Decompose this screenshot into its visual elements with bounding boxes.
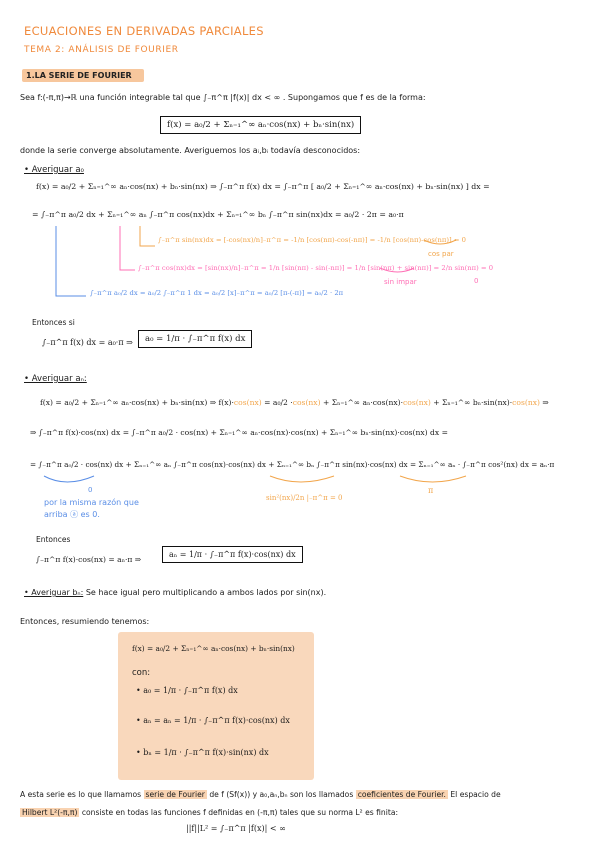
blue-arrow: [55, 226, 86, 297]
summary-intro: Entonces, resumiendo tenemos:: [20, 617, 150, 626]
a0-equation-2: = ∫₋π^π a₀/2 dx + Σₙ₌₁^∞ aₙ ∫₋π^π cos(nx…: [32, 210, 404, 219]
a0-result-box: a₀ = 1/π · ∫₋π^π f(x) dx: [138, 330, 253, 348]
an-eq1-part-d: + Σₙ₌₁^∞ bₙ·sin(nx)·: [430, 398, 513, 407]
footer-p2-b: consiste en todas las funciones f defini…: [79, 808, 399, 817]
summary-bn: • bₙ = 1/π · ∫₋π^π f(x)·sin(nx) dx: [136, 748, 269, 757]
an-blue-zero: 0: [88, 486, 93, 494]
bn-line: • Averiguar bₙ: Se hace igual pero multi…: [24, 588, 326, 597]
a0-then-label: Entonces si: [32, 318, 75, 327]
footer-line-2: Hilbert L²(-π,π) consiste en todas las f…: [20, 808, 398, 817]
footer-p1-a: A esta serie es lo que llamamos: [20, 790, 144, 799]
an-result-left: ∫₋π^π f(x)·cos(nx) = aₙ·π ⇒: [36, 555, 142, 564]
a0-constant-integral: ∫₋π^π a₀/2 dx = a₀/2 ∫₋π^π 1 dx = a₀/2 […: [90, 289, 344, 297]
bn-text: Se hace igual pero multiplicando a ambos…: [85, 588, 327, 597]
an-eq1-part-e: ⇒: [539, 398, 549, 407]
an-eq1-cos-4: cos(nx): [512, 398, 540, 407]
pink-arrow: [119, 226, 135, 271]
orange-brace-1: [269, 475, 335, 483]
summary-an: • aₙ = aₙ = 1/π · ∫₋π^π f(x)·cos(nx) dx: [136, 716, 290, 725]
main-formula-box: f(x) = a₀/2 + Σₙ₌₁^∞ aₙ·cos(nx) + bₙ·sin…: [160, 116, 362, 134]
pink-brace: [379, 267, 415, 273]
an-equation-1: f(x) = a₀/2 + Σₙ₌₁^∞ aₙ·cos(nx) + bₙ·sin…: [40, 398, 549, 407]
footer-norm: ||f||L² = ∫₋π^π |f(x)| < ∞: [186, 824, 286, 833]
a0-sin-integral: ∫₋π^π sin(nx)dx = [-cos(nx)/n]₋π^π = -1/…: [158, 236, 466, 244]
an-eq1-part-b: = a₀/2 ·: [261, 398, 293, 407]
summary-a0: • a₀ = 1/π · ∫₋π^π f(x) dx: [136, 686, 238, 695]
an-eq1-cos-2: cos(nx): [292, 398, 321, 407]
section-highlight: [22, 69, 144, 82]
an-result-box: aₙ = 1/π · ∫₋π^π f(x)·cos(nx) dx: [162, 546, 303, 563]
document-title: ECUACIONES EN DERIVADAS PARCIALES: [24, 24, 264, 38]
intro-line-2: donde la serie converge absolutamente. A…: [20, 146, 361, 155]
summary-box: f(x) = a₀/2 + Σₙ₌₁^∞ aₙ·cos(nx) + bₙ·sin…: [118, 632, 314, 780]
footer-line-1: A esta serie es lo que llamamos serie de…: [20, 790, 501, 799]
heading-a0: • Averiguar a₀: [24, 165, 84, 175]
an-blue-note-1: por la misma razón que: [44, 498, 139, 507]
an-eq1-cos-3: cos(nx): [403, 398, 431, 407]
an-eq1-part-c: + Σₙ₌₁^∞ aₙ·cos(nx)·: [320, 398, 404, 407]
intro-line-1: Sea f:(-π,π)→ℝ una función integrable ta…: [20, 93, 426, 102]
term-coeficientes-fourier: coeficientes de Fourier.: [355, 790, 448, 799]
footer-p1-c: El espacio de: [447, 790, 501, 799]
orange-brace-3: [423, 239, 457, 245]
an-orange-pi: π: [428, 486, 434, 495]
document-subtitle: TEMA 2: ANÁLISIS DE FOURIER: [24, 45, 179, 55]
an-orange-eval: sin²(nx)/2n |₋π^π = 0: [266, 494, 343, 502]
orange-arrow: [139, 226, 155, 247]
summary-formula: f(x) = a₀/2 + Σₙ₌₁^∞ aₙ·cos(nx) + bₙ·sin…: [132, 644, 295, 653]
an-eq1-part-a: f(x) = a₀/2 + Σₙ₌₁^∞ aₙ·cos(nx) + bₙ·sin…: [40, 398, 234, 407]
orange-brace-2: [399, 475, 467, 483]
heading-an: • Averiguar aₙ:: [24, 374, 87, 384]
a0-cos-par-note: cos par: [428, 250, 454, 258]
an-then-label: Entonces: [36, 535, 71, 544]
a0-pink-zero: 0: [474, 277, 479, 285]
footer-p1-b: de f (Sf(x)) y a₀,aₙ,bₙ son los llamados: [206, 790, 356, 799]
a0-result-left: ∫₋π^π f(x) dx = a₀·π ⇒: [42, 338, 133, 347]
an-equation-2: ⇒ ∫₋π^π f(x)·cos(nx) dx = ∫₋π^π a₀/2 · c…: [30, 428, 448, 437]
an-blue-note-2: arriba ⓐ es 0.: [44, 510, 100, 519]
blue-brace: [43, 475, 95, 483]
a0-cos-integral: ∫₋π^π cos(nx)dx = [sin(nx)/n]₋π^π = 1/n …: [138, 264, 494, 272]
section-heading: 1.LA SERIE DE FOURIER: [26, 71, 132, 80]
an-eq1-cos-1: cos(nx): [233, 398, 262, 407]
an-equation-3: = ∫₋π^π a₀/2 · cos(nx) dx + Σₙ₌₁^∞ aₙ ∫₋…: [30, 460, 555, 469]
a0-sin-impar-note: sin impar: [384, 278, 417, 286]
term-hilbert-space: Hilbert L²(-π,π): [20, 808, 80, 817]
term-serie-fourier: serie de Fourier: [143, 790, 207, 799]
summary-con: con:: [132, 668, 151, 678]
heading-bn: • Averiguar bₙ:: [24, 588, 84, 597]
a0-equation-1: f(x) = a₀/2 + Σₙ₌₁^∞ aₙ·cos(nx) + bₙ·sin…: [36, 182, 490, 191]
